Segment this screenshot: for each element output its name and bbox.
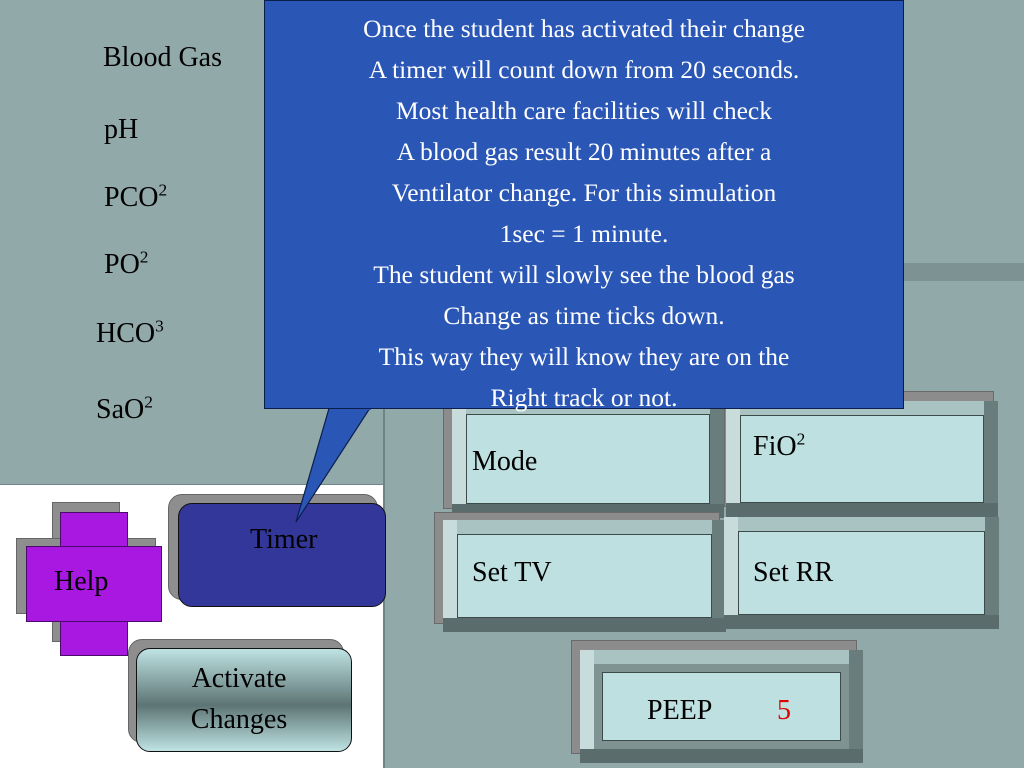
set-tv-button-label: Set TV [472,557,552,588]
timer-button-label: Timer [250,524,318,555]
peep-button-label: PEEP [647,695,713,726]
set-rr-button-label: Set RR [753,557,834,588]
peep-value: 5 [777,695,791,726]
callout-line: 1sec = 1 minute. [499,219,669,248]
callout-line: A timer will count down from 20 seconds. [368,55,800,84]
peep-button[interactable]: PEEP 5 [580,650,863,763]
hco3-label: HCO3 [96,316,164,349]
callout-line: This way they will know they are on the [378,342,790,371]
activate-changes-label-line2: Changes [190,704,288,735]
pco2-label: PCO2 [104,180,168,213]
callout-line: Right track or not. [490,383,678,412]
callout-line: Change as time ticks down. [443,301,725,330]
help-cross-center[interactable] [61,547,125,619]
blood-gas-title: Blood Gas [103,42,222,73]
ph-label: pH [104,114,139,145]
set-tv-button[interactable]: Set TV [443,520,726,632]
callout-text: Once the student has activated their cha… [264,8,904,418]
help-button-label: Help [54,566,109,597]
sao2-label: SaO2 [96,392,153,425]
callout-line: A blood gas result 20 minutes after a [396,137,772,166]
callout-tail [295,404,374,523]
fio2-button-label: FiO2 [753,429,806,462]
mode-button[interactable]: Mode [452,400,724,518]
activate-changes-label-line1: Activate [191,663,287,694]
po2-label: PO2 [104,247,149,280]
callout-box [264,0,904,409]
callout-line: Once the student has activated their cha… [363,14,805,43]
callout-line: The student will slowly see the blood ga… [373,260,795,289]
activate-changes-label: Activate Changes [136,658,342,740]
timer-button[interactable] [178,503,386,607]
mode-button-label: Mode [472,446,538,477]
help-button[interactable] [0,0,162,656]
callout-line: Ventilator change. For this simulation [391,178,777,207]
set-rr-button[interactable]: Set RR [724,517,999,629]
fio2-button[interactable]: FiO2 [726,401,998,517]
activate-changes-button[interactable] [136,648,352,752]
callout-line: Most health care facilities will check [396,96,772,125]
